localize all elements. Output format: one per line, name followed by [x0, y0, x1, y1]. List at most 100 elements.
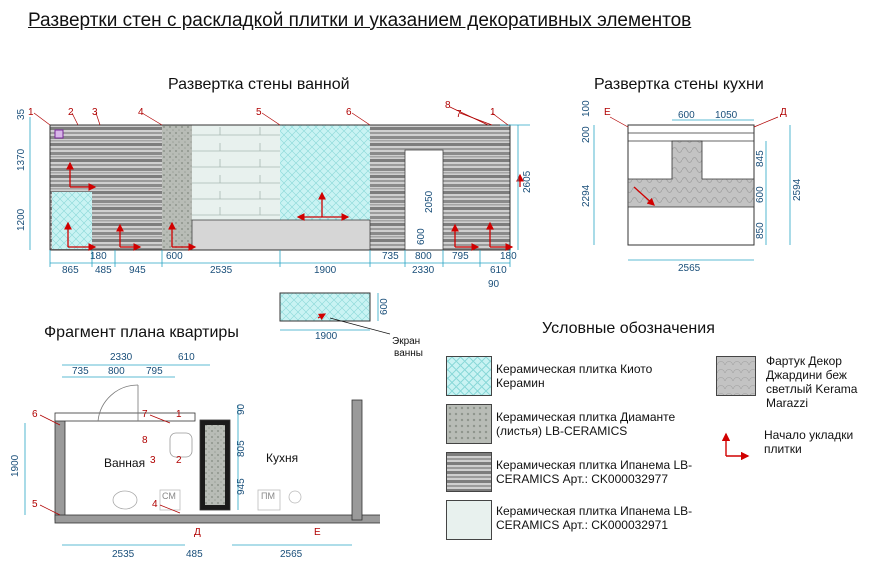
- bathroom-markers: 1 2 3 4 5 6 8 7 1 35 1370 1200 2605 2050…: [16, 100, 530, 290]
- bath-dim-800: 800: [415, 251, 432, 262]
- bath-marker-2: 2: [68, 107, 74, 118]
- bath-marker-6: 6: [346, 107, 352, 118]
- plan-dim-2565: 2565: [280, 549, 303, 560]
- bath-dim-2050: 2050: [424, 190, 435, 213]
- legend-text-ipanema-light: Керамическая плитка Ипанема LB-CERAMICS …: [496, 504, 693, 532]
- kitchen-dim-600v: 600: [755, 186, 766, 203]
- legend-text-kioto: Керамическая плитка Киото Керамин: [496, 362, 653, 390]
- kitchen-apron-zone: [627, 140, 755, 208]
- bath-marker-8: 8: [445, 100, 451, 111]
- plan-dim-610: 610: [178, 352, 195, 363]
- legend-item-ipanema-light: [446, 500, 492, 540]
- bath-dim-610: 610: [490, 265, 507, 276]
- bath-dim-35: 35: [16, 108, 27, 120]
- legend-text-apron: Фартук Декор Джардини беж светлый Kerama…: [766, 354, 858, 410]
- plan-marker-d: Д: [194, 527, 201, 538]
- bath-dim-180b: 180: [500, 251, 517, 262]
- bath-dim-600-sub: 600: [166, 251, 183, 262]
- swatch-apron: [716, 356, 756, 396]
- plan-title: Фрагмент плана квартиры: [44, 324, 239, 341]
- bath-dim-485: 485: [95, 265, 112, 276]
- swatch-diamante: [446, 404, 492, 444]
- plan-sm-label: СМ: [162, 491, 176, 501]
- bath-dim-180a: 180: [90, 251, 107, 262]
- kitchen-dim-2294: 2294: [581, 184, 592, 207]
- bath-screen-drawing: 1900 600 Экран ванны: [279, 292, 423, 359]
- plan-marker-8: 8: [142, 435, 148, 446]
- plan-dim-485: 485: [186, 549, 203, 560]
- bath-dim-1200: 1200: [16, 208, 27, 231]
- plan-dim-795: 795: [146, 366, 163, 377]
- diamante-zone: [162, 125, 192, 250]
- kioto-zone-2: [280, 125, 370, 220]
- bathroom-wall-drawing: [29, 106, 530, 267]
- legend-text-start: Начало укладки плитки: [764, 428, 854, 456]
- bath-dim-735: 735: [382, 251, 399, 262]
- bath-screen-rect: [279, 292, 371, 322]
- bath-dim-795: 795: [452, 251, 469, 262]
- kitchen-dim-200: 200: [581, 126, 592, 143]
- bath-marker-3: 3: [92, 107, 98, 118]
- bath-dim-1370: 1370: [16, 148, 27, 171]
- legend-text-ipanema-dark: Керамическая плитка Ипанема LB-CERAMICS …: [496, 458, 693, 486]
- bath-dim-90: 90: [488, 279, 500, 290]
- plan-dim-2535: 2535: [112, 549, 135, 560]
- plan-marker-5: 5: [32, 499, 38, 510]
- kitchen-dim-1050: 1050: [715, 110, 738, 121]
- plan-marker-1: 1: [176, 409, 182, 420]
- kitchen-marker-e: Е: [604, 107, 611, 118]
- kitchen-dim-100: 100: [581, 100, 592, 117]
- bath-marker-1b: 1: [490, 107, 496, 118]
- kitchen-wall-drawing: Е Д 600 1050 100 200 2294 845 600 850 25…: [581, 100, 803, 274]
- bath-marker-4: 4: [138, 107, 144, 118]
- legend-item-ipanema-dark: [446, 452, 492, 492]
- kitchen-dim-845: 845: [755, 150, 766, 167]
- bath-marker-1a: 1: [28, 107, 34, 118]
- legend-item-kioto: [446, 356, 492, 396]
- plan-marker-3: 3: [150, 455, 156, 466]
- legend-text-diamante: Керамическая плитка Диаманте (листья) LB…: [496, 410, 676, 438]
- bath-dim-2605: 2605: [522, 170, 530, 193]
- apartment-plan: 2330 610 735 800 795 1900 90 805 945 253…: [10, 352, 380, 560]
- ipanema-light-zone: [192, 125, 280, 220]
- kitchen-dim-850: 850: [755, 222, 766, 239]
- plan-dim-945: 945: [236, 478, 247, 495]
- legend-title: Условные обозначения: [542, 320, 715, 337]
- swatch-kioto: [446, 356, 492, 396]
- start-arrow-icon: [721, 432, 750, 461]
- screen-caption-2: ванны: [394, 348, 423, 359]
- bath-marker-7: 7: [456, 109, 462, 120]
- legend-item-diamante: [446, 404, 492, 444]
- swatch-ipanema-light: [446, 500, 492, 540]
- plan-dim-735: 735: [72, 366, 89, 377]
- screen-dim-1900: 1900: [315, 331, 338, 342]
- plan-dim-805: 805: [236, 440, 247, 457]
- swatch-ipanema-dark: [446, 452, 492, 492]
- plan-marker-6: 6: [32, 409, 38, 420]
- kitchen-dim-600: 600: [678, 110, 695, 121]
- kitchen-marker-d: Д: [780, 107, 787, 118]
- bathroom-wall-title: Развертка стены ванной: [168, 76, 350, 93]
- bath-dim-2535: 2535: [210, 265, 233, 276]
- kioto-zone-1: [52, 192, 92, 249]
- plan-room-kitchen: Кухня: [266, 451, 298, 465]
- plan-room-bath: Ванная: [104, 456, 145, 470]
- bath-dim-1900: 1900: [314, 265, 337, 276]
- plan-marker-e: Е: [314, 527, 321, 538]
- screen-caption-1: Экран: [392, 336, 420, 347]
- plan-marker-7: 7: [142, 409, 148, 420]
- plan-marker-4: 4: [152, 499, 158, 510]
- plan-dim-800: 800: [108, 366, 125, 377]
- kitchen-wall-title: Развертка стены кухни: [594, 76, 764, 93]
- page-title: Развертки стен с раскладкой плитки и ука…: [28, 10, 692, 31]
- plan-dim-1900: 1900: [10, 454, 21, 477]
- legend-item-apron: [716, 356, 756, 396]
- start-arrows: [64, 161, 524, 251]
- plan-pm-label: ПМ: [261, 491, 275, 501]
- bath-screen-zone: [191, 219, 371, 251]
- bath-dim-945: 945: [129, 265, 146, 276]
- bath-dim-2330: 2330: [412, 265, 435, 276]
- decor-element: [54, 129, 64, 139]
- plan-dim-90: 90: [236, 403, 247, 415]
- plan-dim-2330: 2330: [110, 352, 133, 363]
